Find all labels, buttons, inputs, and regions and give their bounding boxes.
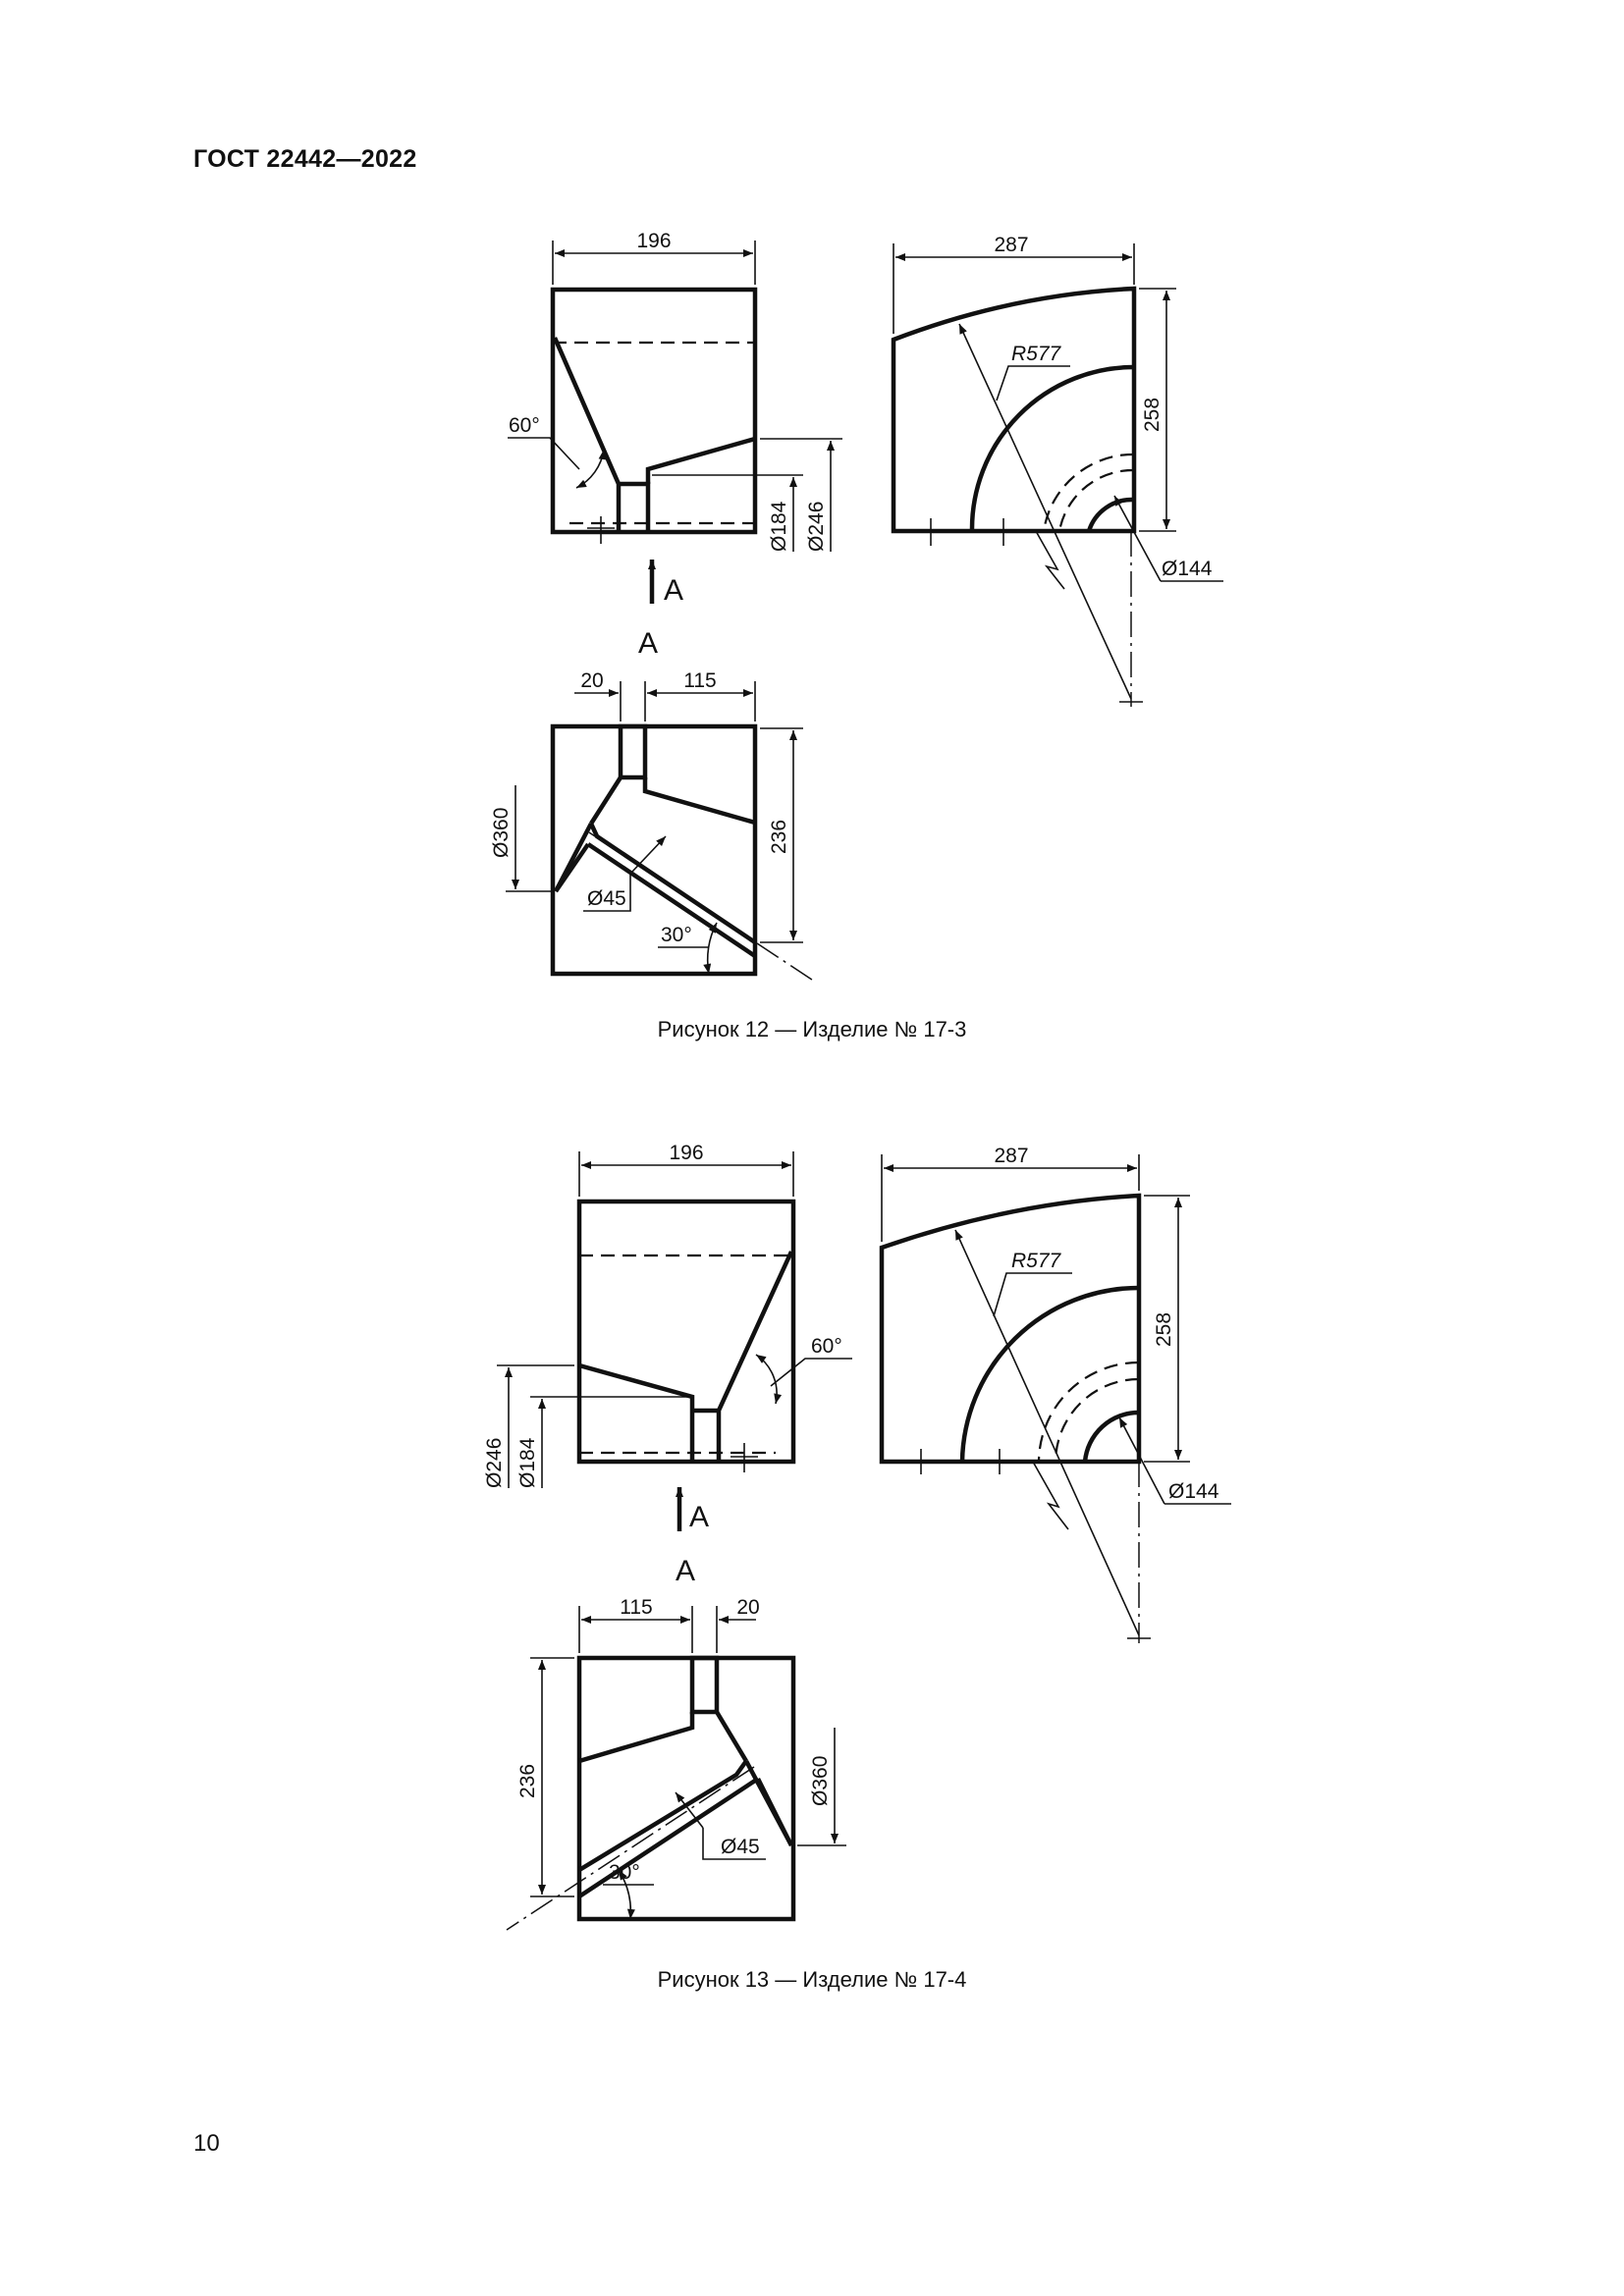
fig13-view-d45: Ø45 bbox=[721, 1836, 760, 1858]
figure-12: 196 60° Ø184 Ø246 A bbox=[490, 230, 1223, 983]
fig13-view-d360: Ø360 bbox=[809, 1756, 832, 1806]
fig12-view-h236: 236 bbox=[768, 820, 790, 854]
fig12-side-height: 258 bbox=[1141, 398, 1164, 432]
fig12-view-a: A 20 115 Ø360 236 bbox=[490, 627, 816, 983]
page-number: 10 bbox=[193, 2130, 220, 2157]
fig13-view-w115: 115 bbox=[620, 1596, 652, 1619]
fig13-side-height: 258 bbox=[1153, 1312, 1175, 1347]
fig13-view-angle: 30° bbox=[609, 1861, 640, 1884]
fig13-side-d144: Ø144 bbox=[1168, 1480, 1219, 1503]
fig12-view-d45: Ø45 bbox=[587, 887, 626, 910]
fig12-view-w20: 20 bbox=[580, 669, 603, 692]
fig13-view-arrow-label: A bbox=[689, 1501, 709, 1533]
fig12-view-d360: Ø360 bbox=[490, 808, 513, 858]
fig12-front-d246: Ø246 bbox=[805, 502, 828, 552]
fig12-front-width: 196 bbox=[636, 230, 671, 252]
fig12-side-width: 287 bbox=[994, 234, 1028, 256]
fig12-view-title: A bbox=[638, 627, 658, 660]
document-header: ГОСТ 22442—2022 bbox=[193, 145, 417, 173]
fig12-view-arrow-label: A bbox=[664, 574, 683, 607]
fig13-view-title: A bbox=[676, 1555, 695, 1587]
fig13-side-width: 287 bbox=[994, 1145, 1028, 1167]
fig13-side-radius: R577 bbox=[1011, 1250, 1062, 1272]
fig13-front-width: 196 bbox=[669, 1142, 703, 1164]
fig12-front-view: 196 60° Ø184 Ø246 A bbox=[508, 230, 842, 607]
fig13-view-h236: 236 bbox=[516, 1764, 539, 1798]
figure-12-caption: Рисунок 12 — Изделие № 17-3 bbox=[657, 1017, 967, 1041]
fig13-front-angle: 60° bbox=[811, 1335, 842, 1358]
fig13-front-d246: Ø246 bbox=[483, 1438, 506, 1488]
fig13-front-view: 196 60° Ø246 Ø184 A bbox=[483, 1142, 852, 1533]
fig12-side-view: 287 R577 258 Ø144 bbox=[891, 234, 1223, 707]
fig13-view-w20: 20 bbox=[736, 1596, 759, 1619]
fig12-side-d144: Ø144 bbox=[1162, 558, 1213, 580]
fig12-side-radius: R577 bbox=[1011, 343, 1062, 365]
fig12-view-w115: 115 bbox=[683, 669, 716, 692]
fig12-view-angle: 30° bbox=[661, 924, 692, 946]
fig12-front-d184: Ø184 bbox=[768, 501, 790, 552]
fig13-front-d184: Ø184 bbox=[516, 1437, 539, 1488]
figure-13-caption: Рисунок 13 — Изделие № 17-4 bbox=[657, 1967, 967, 1992]
fig12-front-angle: 60° bbox=[509, 414, 540, 437]
figure-13: 196 60° Ø246 Ø184 A bbox=[483, 1142, 1231, 1931]
fig13-side-view: 287 R577 258 Ø144 bbox=[879, 1145, 1231, 1643]
fig13-view-a: A 115 20 236 Ø360 bbox=[506, 1555, 846, 1931]
